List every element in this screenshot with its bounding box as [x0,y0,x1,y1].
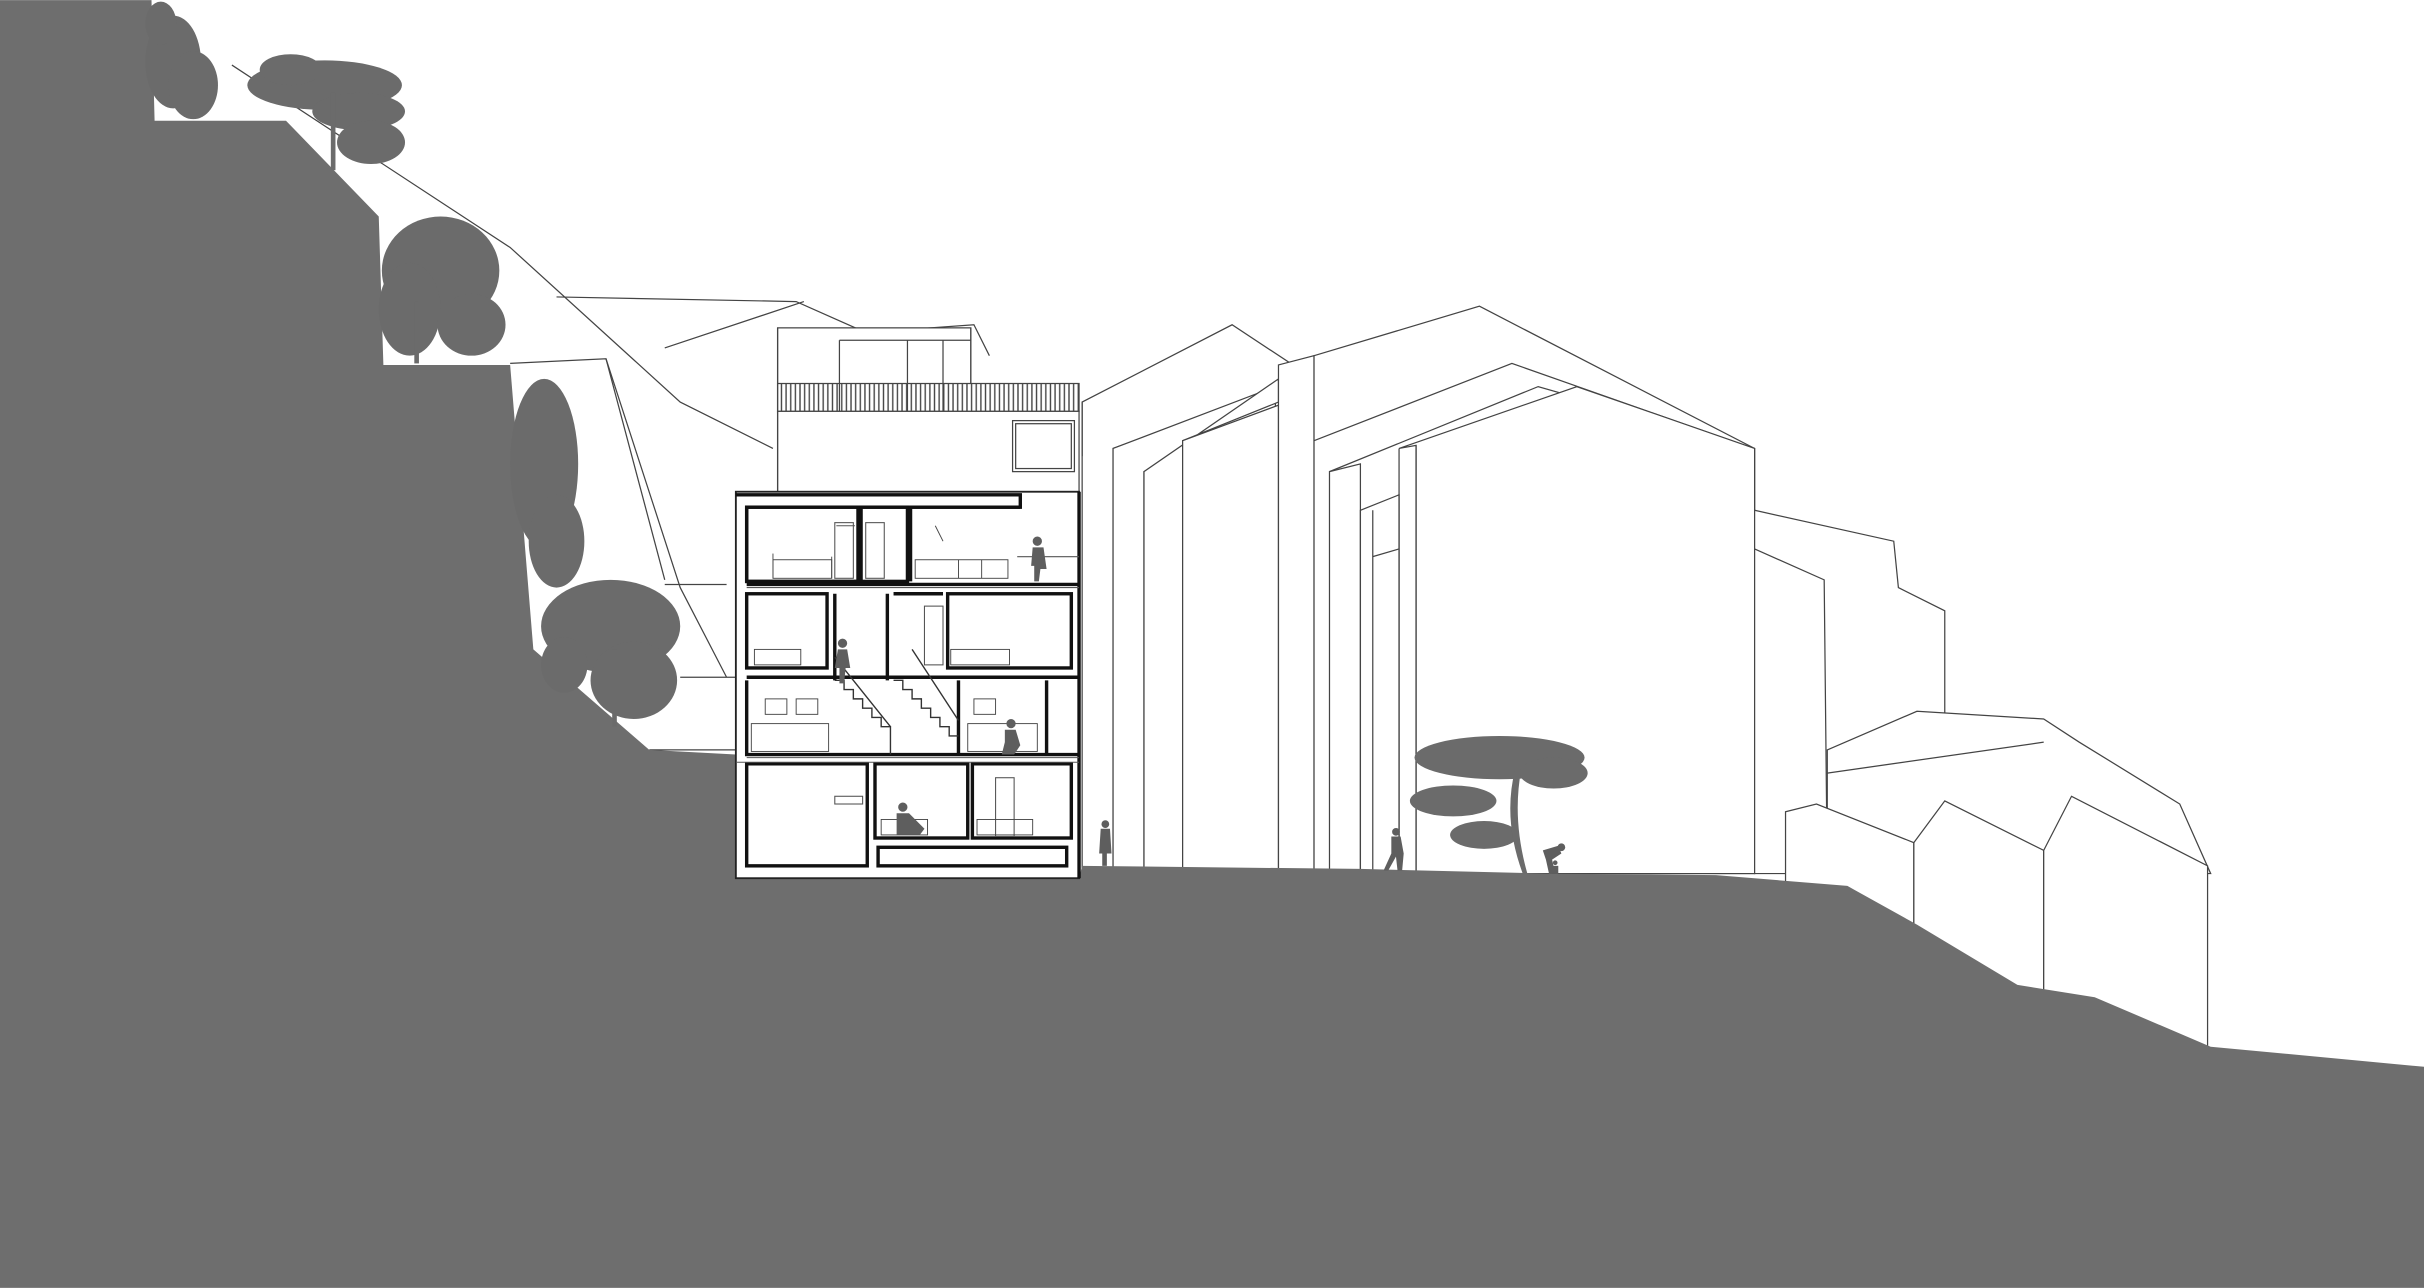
person-seated-basement-icon [896,802,925,835]
pine-tree-top-icon [247,54,406,171]
gabled-houses-elevation [1081,305,1756,875]
tree-slope-icon [541,579,681,727]
pine-tree-courtyard-icon [1409,735,1588,874]
thin-lines [735,522,1080,838]
tree-cliff-1-icon [145,1,218,120]
person-bending-courtyard-icon [1542,843,1566,874]
person-stair-icon [834,638,851,684]
tree-cliff-3-icon [510,378,585,588]
tree-cliff-2-icon [378,216,506,364]
person-walking-courtyard-icon [1383,827,1404,871]
vegetation [145,1,1588,874]
person-roof-icon [1031,536,1047,582]
neighbour-house-elevation [776,327,1080,496]
person-seated-floor1-icon [1001,718,1021,755]
